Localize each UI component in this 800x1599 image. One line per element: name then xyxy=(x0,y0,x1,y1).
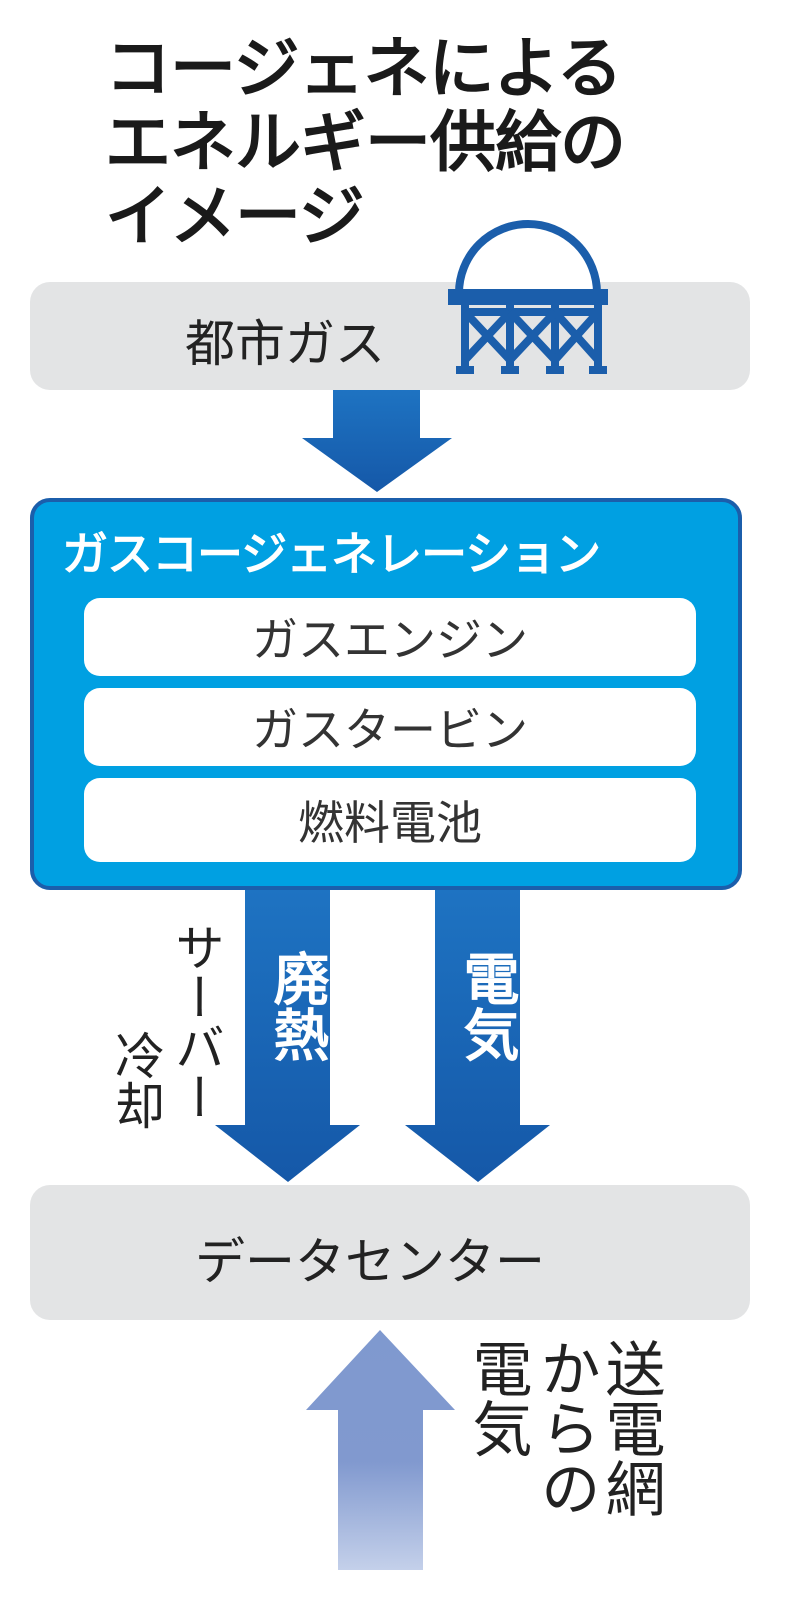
electricity-label: 電気 xyxy=(454,950,519,1062)
cogen-item: ガスタービン xyxy=(84,688,696,766)
cogen-item: 燃料電池 xyxy=(84,778,696,862)
cogeneration-title: ガスコージェネレーション xyxy=(62,527,601,581)
source-label: 都市ガス xyxy=(185,315,385,373)
title-line: コージェネによる xyxy=(105,30,623,107)
cogen-item: ガスエンジン xyxy=(84,598,696,676)
arrow-waste-heat xyxy=(215,890,360,1182)
title-line: イメージ xyxy=(105,178,365,255)
server-cooling-label: サーバー xyxy=(167,922,225,1122)
arrow-grid-electricity xyxy=(306,1330,455,1570)
waste-heat-label: 廃熱 xyxy=(264,950,329,1062)
grid-label: 電気 xyxy=(462,1338,532,1458)
destination-box xyxy=(30,1185,750,1320)
page-title: コージェネによる エネルギー供給の イメージ xyxy=(105,30,626,255)
arrow-electricity xyxy=(405,890,550,1182)
grid-label: からの xyxy=(530,1338,600,1518)
server-cooling-label: 冷却 xyxy=(107,1030,165,1130)
source-box xyxy=(30,282,750,390)
destination-label: データセンター xyxy=(195,1233,545,1291)
title-line: エネルギー供給の xyxy=(105,104,626,181)
gas-tank-icon xyxy=(448,220,608,374)
grid-label: 送電網 xyxy=(595,1338,665,1518)
arrow-gas-to-cogen xyxy=(302,390,452,492)
